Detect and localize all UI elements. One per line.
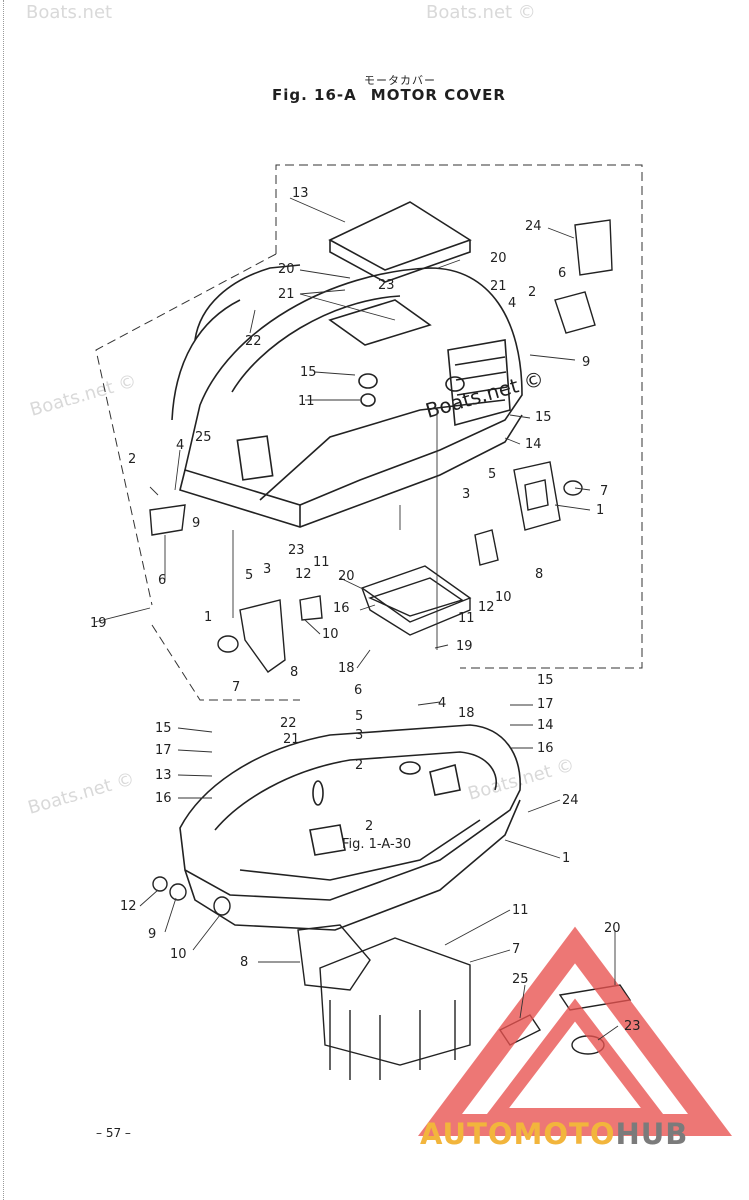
- watermark: Boats.net ©: [426, 2, 536, 23]
- page-title: Fig. 16-A MOTOR COVER: [272, 86, 520, 104]
- callout-24: 24: [525, 219, 542, 234]
- watermark: Boats.net: [26, 2, 112, 23]
- callout-12: 12: [295, 567, 312, 582]
- callout-6: 6: [558, 266, 566, 281]
- callout-3: 3: [263, 562, 271, 577]
- callout-labels-upper: 13 24 20 23 21 20 21 6 4 2 22 9 15 11 15…: [90, 186, 608, 695]
- upper-assembly-boundary: [95, 164, 643, 701]
- upper-latch-brackets: [149, 219, 613, 673]
- callout-15: 15: [537, 673, 554, 688]
- callout-5: 5: [245, 568, 253, 583]
- callout-18: 18: [338, 661, 355, 676]
- callout-23: 23: [624, 1019, 641, 1034]
- callout-15: 15: [155, 721, 172, 736]
- callout-8: 8: [290, 665, 298, 680]
- callout-20: 20: [604, 921, 621, 936]
- callout-7: 7: [232, 680, 240, 695]
- callout-8: 8: [535, 567, 543, 582]
- watermark: Boats.net ©: [466, 754, 577, 804]
- callout-20: 20: [278, 262, 295, 277]
- callout-11: 11: [458, 611, 475, 626]
- callout-19: 19: [456, 639, 473, 654]
- callout-2: 2: [365, 819, 373, 834]
- callout-16: 16: [537, 741, 554, 756]
- callout-6: 6: [158, 573, 166, 588]
- callout-25: 25: [512, 972, 529, 987]
- callout-15: 15: [300, 365, 317, 380]
- watermark: Boats.net ©: [28, 370, 139, 420]
- logo-text-part1: AUTOMOTO: [420, 1117, 616, 1151]
- callout-23: 23: [288, 543, 305, 558]
- cover-seal-plate: [360, 565, 472, 636]
- cross-reference-label: Fig. 1-A-30: [342, 837, 411, 852]
- callout-2: 2: [528, 285, 536, 300]
- callout-2: 2: [128, 452, 136, 467]
- callout-20: 20: [490, 251, 507, 266]
- callout-7: 7: [600, 484, 608, 499]
- callout-21: 21: [490, 279, 507, 294]
- callout-10: 10: [170, 947, 187, 962]
- callout-4: 4: [438, 696, 446, 711]
- callout-14: 14: [525, 437, 542, 452]
- callout-1: 1: [596, 503, 604, 518]
- callout-labels-lower: 15 6 4 17 5 18 14 15 22 3 21 16 17 2 13 …: [120, 673, 641, 1034]
- callout-19: 19: [90, 616, 107, 631]
- callout-3: 3: [462, 487, 470, 502]
- callout-16: 16: [155, 791, 172, 806]
- lower-bracket-housing: [152, 876, 632, 1080]
- callout-21: 21: [283, 732, 300, 747]
- callout-1: 1: [562, 851, 570, 866]
- page-number: – 57 –: [96, 1126, 131, 1140]
- callout-5: 5: [488, 467, 496, 482]
- callout-25: 25: [195, 430, 212, 445]
- callout-13: 13: [292, 186, 309, 201]
- callout-22: 22: [245, 334, 262, 349]
- callout-21: 21: [278, 287, 295, 302]
- callout-11: 11: [298, 394, 315, 409]
- callout-23: 23: [378, 278, 395, 293]
- logo-text-part2: HUB: [615, 1117, 689, 1151]
- callout-18: 18: [458, 706, 475, 721]
- callout-11: 11: [313, 555, 330, 570]
- callout-6: 6: [354, 683, 362, 698]
- callout-5: 5: [355, 709, 363, 724]
- callout-22: 22: [280, 716, 297, 731]
- callout-17: 17: [537, 697, 554, 712]
- upper-motor-cover: [171, 201, 523, 528]
- callout-1: 1: [204, 610, 212, 625]
- callout-9: 9: [582, 355, 590, 370]
- callout-17: 17: [155, 743, 172, 758]
- callout-13: 13: [155, 768, 172, 783]
- callout-7: 7: [512, 942, 520, 957]
- callout-11: 11: [512, 903, 529, 918]
- callout-4: 4: [176, 438, 184, 453]
- callout-16: 16: [333, 601, 350, 616]
- callout-12: 12: [120, 899, 137, 914]
- callout-leaders: [94, 197, 619, 1041]
- callout-4: 4: [508, 296, 516, 311]
- callout-9: 9: [192, 516, 200, 531]
- bottom-motor-cover: [179, 724, 521, 931]
- watermark: Boats.net ©: [26, 768, 137, 818]
- title-japanese: モータカバー: [364, 74, 436, 87]
- callout-3: 3: [355, 728, 363, 743]
- callout-15: 15: [535, 410, 552, 425]
- callout-8: 8: [240, 955, 248, 970]
- figure-number: Fig. 16-A: [272, 86, 357, 104]
- figure-name: MOTOR COVER: [370, 86, 506, 104]
- automotohub-logo-text: AUTOMOTOHUB: [420, 1117, 688, 1151]
- callout-9: 9: [148, 927, 156, 942]
- callout-2: 2: [355, 758, 363, 773]
- callout-10: 10: [495, 590, 512, 605]
- binding-margin-rule: [3, 0, 4, 1200]
- callout-14: 14: [537, 718, 554, 733]
- automotohub-logo-mark: [418, 926, 732, 1136]
- callout-10: 10: [322, 627, 339, 642]
- callout-12: 12: [478, 600, 495, 615]
- callout-24: 24: [562, 793, 579, 808]
- callout-20: 20: [338, 569, 355, 584]
